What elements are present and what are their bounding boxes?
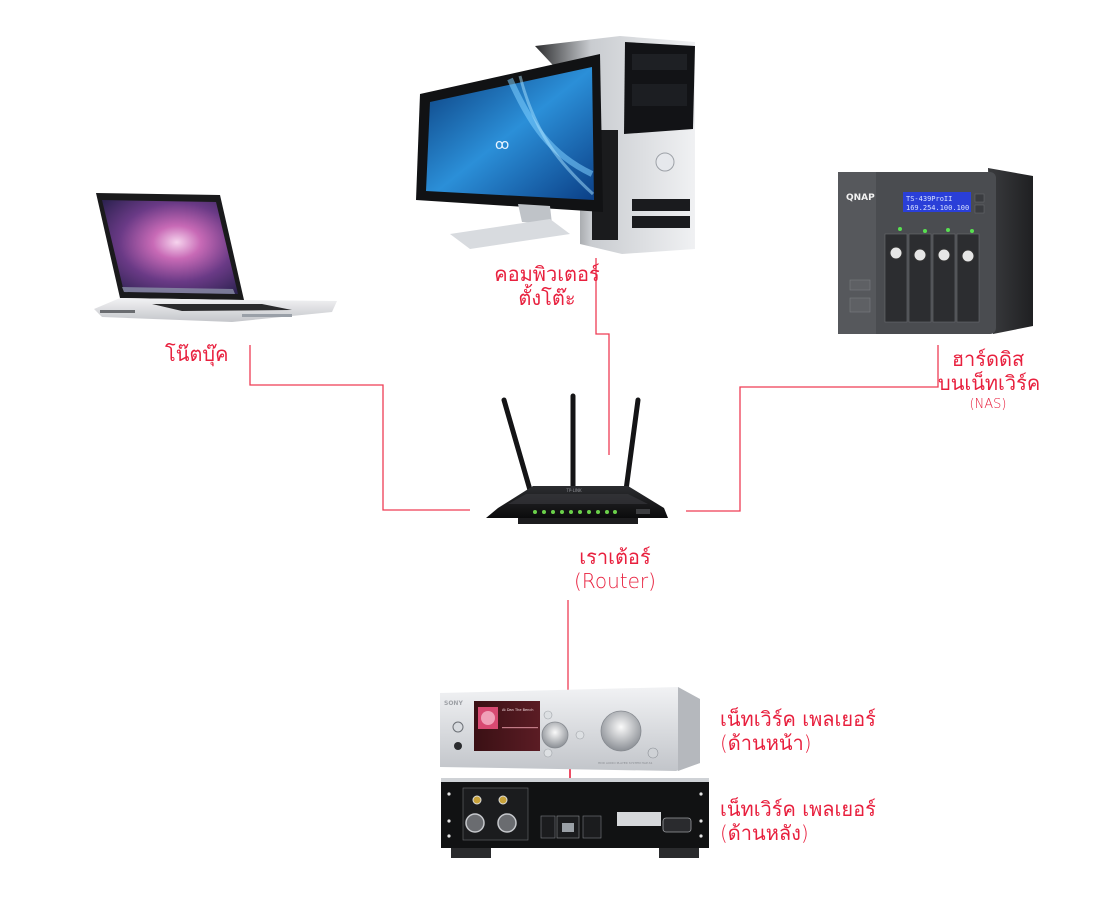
wireless-router-icon: TP-LINK — [486, 393, 668, 524]
desktop-label: คอมพิวเตอร์ ตั้งโต๊ะ — [472, 262, 622, 310]
nas-label-sub: (NAS) — [969, 397, 1007, 412]
network-player-rear-icon — [441, 778, 709, 858]
network-player-front-icon: SONY At Dan The Bench HDD AUDIO PLAYER S… — [440, 687, 700, 771]
nas-lcd-line1: TS-439ProII — [906, 195, 952, 203]
router-label-line1: เราเต้อร์ — [579, 545, 651, 569]
player-front-label-line1: เน็ทเวิร์ค เพลเยอร์ — [720, 707, 876, 731]
player-rear-label: เน็ทเวิร์ค เพลเยอร์ (ด้านหลัง) — [720, 797, 876, 845]
nas-lcd-line2: 169.254.100.100 — [906, 204, 969, 212]
player-screen-title: At Dan The Bench — [502, 708, 534, 712]
wire-laptop-router — [249, 345, 470, 511]
player-brand: SONY — [444, 700, 463, 707]
svg-text:ꝏ: ꝏ — [495, 137, 509, 153]
nas-label-line1: ฮาร์ดดิส — [951, 347, 1025, 371]
laptop-icon — [94, 193, 337, 322]
router-brand: TP-LINK — [565, 488, 582, 493]
wire-nas-router — [686, 345, 939, 512]
router-label-line2: (Router) — [574, 569, 656, 593]
router-label: เราเต้อร์ (Router) — [560, 545, 670, 593]
nas-label-line2: บนเน็ทเวิร์ค — [938, 371, 1041, 395]
wire-desktop-router — [595, 258, 610, 455]
player-rear-label-line2: (ด้านหลัง) — [720, 821, 809, 845]
desktop-label-line2: ตั้งโต๊ะ — [518, 286, 576, 310]
player-front-label-line2: (ด้านหน้า) — [720, 731, 812, 755]
player-rear-label-line1: เน็ทเวิร์ค เพลเยอร์ — [720, 797, 876, 821]
desktop-label-line1: คอมพิวเตอร์ — [494, 262, 600, 286]
nas-icon: QNAP TS-439ProII 169.254.100.100 — [838, 168, 1033, 334]
nas-brand: QNAP — [846, 193, 875, 203]
desktop-computer-icon: ꝏ — [416, 36, 695, 254]
player-front-label: เน็ทเวิร์ค เพลเยอร์ (ด้านหน้า) — [720, 707, 876, 755]
nas-label: ฮาร์ดดิส บนเน็ทเวิร์ค (NAS) — [938, 347, 1041, 415]
laptop-label: โน๊ตบุ๊ค — [165, 342, 229, 366]
player-model-text: HDD AUDIO PLAYER SYSTEM HAP-S1 — [598, 761, 653, 765]
